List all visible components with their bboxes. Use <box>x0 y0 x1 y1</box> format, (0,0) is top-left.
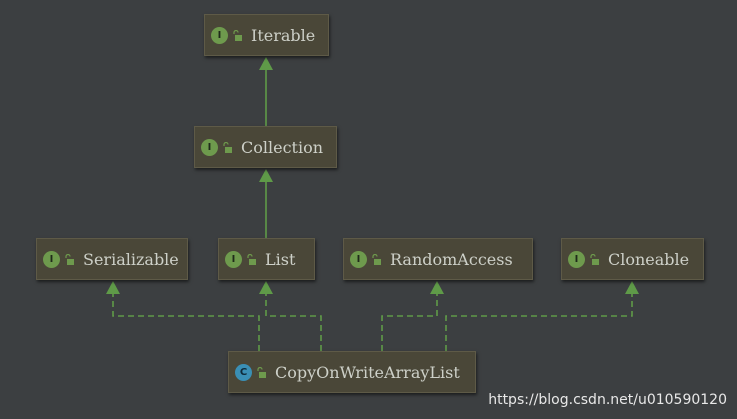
unlock-icon <box>223 141 232 153</box>
node-label: Collection <box>241 137 324 157</box>
node-collection[interactable]: I Collection <box>194 126 337 168</box>
edge-cow-cloneable <box>445 294 633 351</box>
unlock-icon <box>247 253 256 265</box>
node-list[interactable]: I List <box>218 238 315 280</box>
unlock-icon <box>65 253 74 265</box>
arrowhead-list <box>259 281 273 294</box>
interface-icon: I <box>568 250 585 268</box>
edge-cow-list <box>265 294 322 351</box>
node-copyonwritearraylist[interactable]: C CopyOnWriteArrayList <box>228 351 476 393</box>
node-label: Serializable <box>83 249 179 269</box>
arrowhead-randomaccess <box>430 281 444 294</box>
watermark-url: https://blog.csdn.net/u010590120 <box>488 392 727 408</box>
unlock-icon <box>372 253 381 265</box>
node-iterable[interactable]: I Iterable <box>204 14 329 56</box>
edge-cow-serializable <box>112 294 260 351</box>
arrowhead-serializable <box>106 281 120 294</box>
unlock-icon <box>257 366 266 378</box>
unlock-icon <box>233 29 242 41</box>
class-icon: C <box>235 363 252 381</box>
node-randomaccess[interactable]: I RandomAccess <box>343 238 533 280</box>
arrowhead-collection <box>259 169 273 182</box>
node-label: Cloneable <box>608 249 690 269</box>
interface-icon: I <box>43 250 60 268</box>
node-cloneable[interactable]: I Cloneable <box>561 238 704 280</box>
node-label: List <box>265 249 296 269</box>
interface-icon: I <box>350 250 367 268</box>
node-serializable[interactable]: I Serializable <box>36 238 188 280</box>
edge-cow-randomaccess <box>381 294 438 351</box>
node-label: RandomAccess <box>390 249 513 269</box>
node-label: Iterable <box>251 25 316 45</box>
unlock-icon <box>590 253 599 265</box>
arrowhead-iterable <box>259 57 273 70</box>
interface-icon: I <box>225 250 242 268</box>
node-label: CopyOnWriteArrayList <box>275 362 460 382</box>
arrowhead-cloneable <box>625 281 639 294</box>
interface-icon: I <box>201 138 218 156</box>
interface-icon: I <box>211 26 228 44</box>
